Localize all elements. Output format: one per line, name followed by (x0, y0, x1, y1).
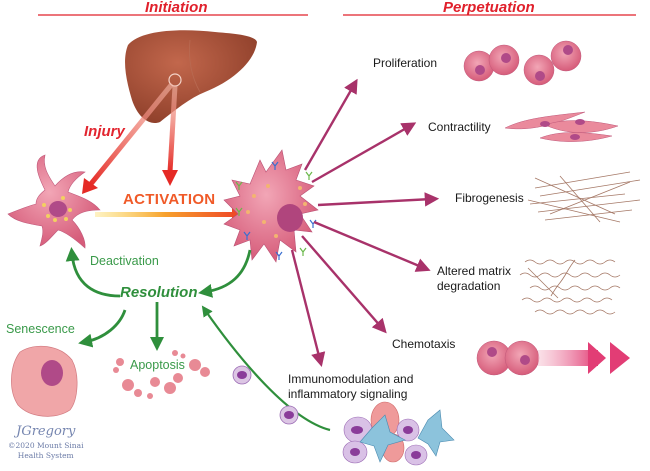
apoptotic-bodies (113, 350, 210, 399)
contractile-cells (504, 111, 619, 142)
initiation-header: Initiation (145, 0, 208, 16)
quiescent-stellate-cell (7, 154, 101, 249)
senescence-label: Senescence (6, 322, 75, 336)
immunomodulation-label-line2: inflammatory signaling (288, 387, 408, 401)
direct-activation-arrow (162, 85, 178, 186)
resolution-arrow (198, 249, 252, 298)
copyright-line1: ©2020 Mount Sinai (8, 440, 84, 450)
deactivation-arrow (65, 247, 121, 298)
altered-matrix-label-line2: degradation (437, 279, 501, 293)
apoptosis-label: Apoptosis (130, 358, 185, 372)
contractility-label: Contractility (428, 120, 491, 134)
chemotactic-cells (476, 340, 630, 376)
resolution-arrows (65, 247, 331, 432)
collagen-fibers (527, 171, 641, 223)
artist-credit: JGregory ©2020 Mount Sinai Health System (8, 424, 83, 460)
activation-label: ACTIVATION (123, 191, 216, 208)
deactivation-label: Deactivation (90, 254, 159, 268)
altered-matrix-label-line1: Altered matrix (437, 264, 512, 278)
immune-cell-cluster (342, 401, 455, 466)
chemotaxis-arrow (301, 235, 387, 334)
immunomodulation-arrow (290, 249, 326, 367)
proliferating-cells (463, 40, 582, 86)
immunomodulation-label-line1: Immunomodulation and (288, 372, 414, 386)
copyright-line2: Health System (17, 450, 74, 460)
degraded-matrix-fibers (519, 259, 621, 315)
perpetuation-arrows (290, 78, 440, 367)
altered-matrix-arrow (313, 220, 431, 272)
liver-illustration (125, 30, 258, 124)
fibrogenesis-arrow (317, 192, 440, 207)
perpetuation-header: Perpetuation (443, 0, 535, 16)
senescent-cell (11, 345, 78, 417)
activated-stellate-cell (223, 149, 319, 263)
injury-arrow (82, 82, 174, 194)
proliferation-arrow (303, 78, 358, 171)
fibrogenesis-label: Fibrogenesis (455, 191, 524, 205)
artist-signature: JGregory (16, 424, 76, 439)
contractility-arrow (311, 122, 417, 184)
resolution-label: Resolution (120, 284, 198, 301)
chemotaxis-label: Chemotaxis (392, 337, 456, 351)
immune-resolution-arrow (201, 305, 331, 432)
injury-label: Injury (84, 123, 125, 140)
immune-cells-on-path (232, 365, 299, 425)
proliferation-label: Proliferation (373, 56, 438, 70)
senescence-arrow (78, 309, 127, 348)
